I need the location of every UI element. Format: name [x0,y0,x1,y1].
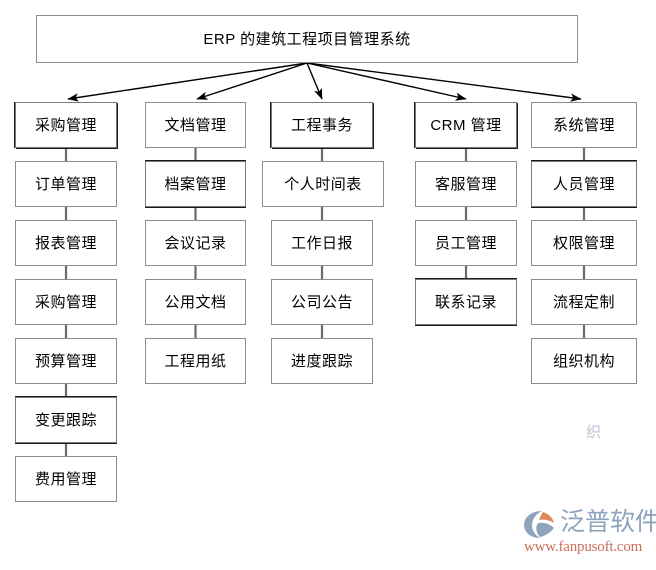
node-box-c5-r3[interactable]: 流程定制 [531,279,637,325]
node-label: 公司公告 [290,293,353,311]
logo-url: www.fanpusoft.com [524,539,643,555]
column-header-box-4[interactable]: CRM 管理 [415,102,517,148]
node-box-c4-r1[interactable]: 客服管理 [415,161,517,207]
node-box-c2-r3[interactable]: 公用文档 [145,279,246,325]
node-box-c2-r1[interactable]: 档案管理 [145,161,246,207]
node-box-c5-r1[interactable]: 人员管理 [531,161,637,207]
node-box-c3-r1[interactable]: 个人时间表 [262,161,384,207]
fan-out-arrows [67,62,582,102]
column-header-box-1[interactable]: 采购管理 [15,102,117,148]
node-label: 工程用纸 [164,352,227,370]
brand-logo: 泛普软件 www.fanpusoft.com [522,505,656,563]
node-label: 报表管理 [34,234,97,252]
node-label: 人员管理 [552,175,615,193]
node-label: 会议记录 [164,234,227,252]
node-box-c1-r1[interactable]: 订单管理 [15,161,117,207]
column-header-label: 文档管理 [164,116,227,134]
column-header-label: CRM 管理 [430,116,502,134]
column-header-box-5[interactable]: 系统管理 [531,102,637,148]
node-label: 员工管理 [434,234,497,252]
node-box-c1-r5[interactable]: 变更跟踪 [15,397,117,443]
column-header-box-2[interactable]: 文档管理 [145,102,246,148]
node-box-c3-r4[interactable]: 进度跟踪 [271,338,373,384]
node-label: 个人时间表 [284,175,362,193]
node-label: 进度跟踪 [290,352,353,370]
node-label: 流程定制 [552,293,615,311]
logo-mark-icon [524,511,554,538]
node-box-c5-r4[interactable]: 组织机构 [531,338,637,384]
column-header-box-3[interactable]: 工程事务 [271,102,373,148]
node-box-c3-r2[interactable]: 工作日报 [271,220,373,266]
node-label: 联系记录 [434,293,497,311]
stray-glyph: 织 [586,424,602,441]
node-box-c1-r4[interactable]: 预算管理 [15,338,117,384]
node-label: 变更跟踪 [34,411,97,429]
node-label: 订单管理 [34,175,97,193]
node-box-c1-r3[interactable]: 采购管理 [15,279,117,325]
node-box-c2-r4[interactable]: 工程用纸 [145,338,246,384]
node-box-c2-r2[interactable]: 会议记录 [145,220,246,266]
node-label: 客服管理 [434,175,497,193]
node-label: 组织机构 [552,352,615,370]
node-label: 工作日报 [290,234,353,252]
logo-wordmark: 泛普软件 [560,507,656,536]
node-box-c4-r3[interactable]: 联系记录 [415,279,517,325]
node-label: 权限管理 [552,234,615,252]
node-label: 档案管理 [164,175,227,193]
diagram-title-box: ERP 的建筑工程项目管理系统 [36,15,578,63]
node-box-c1-r6[interactable]: 费用管理 [15,456,117,502]
column-header-label: 采购管理 [34,116,97,134]
diagram-title-text: ERP 的建筑工程项目管理系统 [203,30,411,48]
node-label: 预算管理 [34,352,97,370]
node-box-c5-r2[interactable]: 权限管理 [531,220,637,266]
node-label: 公用文档 [164,293,227,311]
node-box-c1-r2[interactable]: 报表管理 [15,220,117,266]
node-box-c3-r3[interactable]: 公司公告 [271,279,373,325]
node-box-c4-r2[interactable]: 员工管理 [415,220,517,266]
node-label: 采购管理 [34,293,97,311]
column-header-label: 系统管理 [552,116,615,134]
node-label: 费用管理 [34,470,97,488]
column-header-label: 工程事务 [290,116,353,134]
